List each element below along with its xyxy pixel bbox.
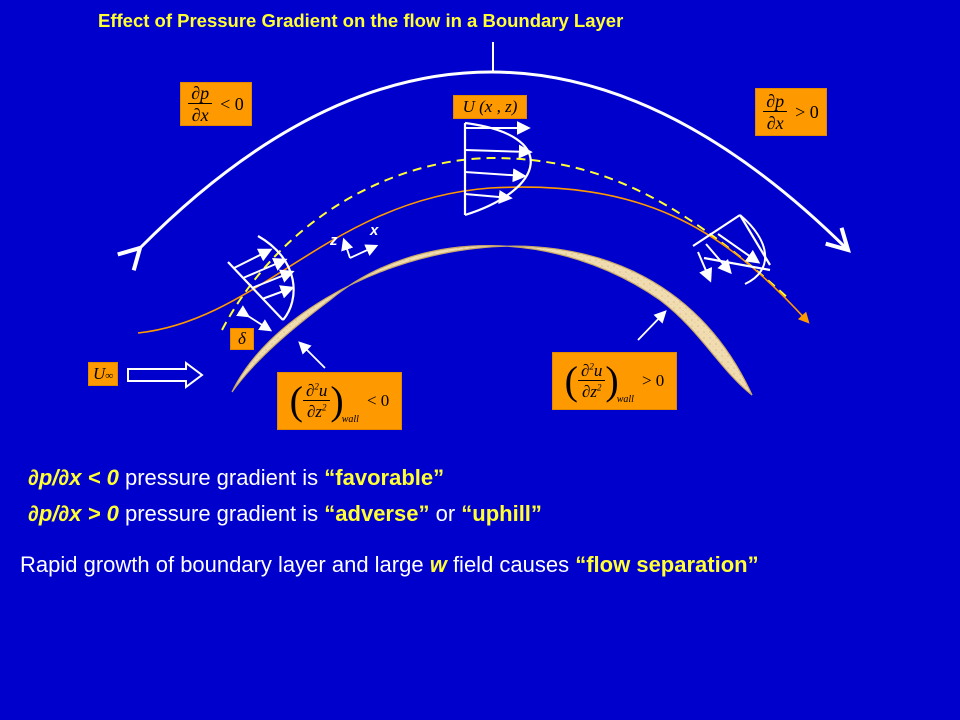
slide-title: Effect of Pressure Gradient on the flow … (98, 10, 624, 31)
favorable-line: ∂p/∂x < 0 pressure gradient is “favorabl… (28, 465, 445, 490)
boundary-layer-edge (221, 156, 791, 331)
velocity-profile-left (227, 235, 295, 321)
label-dp-dx-negative: ∂p ∂x < 0 (180, 82, 252, 126)
velocity-profile-right (692, 214, 771, 285)
label-delta: δ (230, 328, 254, 350)
label-u-infinity: U∞ (88, 362, 118, 386)
curved-surface (231, 245, 753, 396)
streamline (137, 186, 810, 334)
label-d2u-dz2-negative: ( ∂2u ∂z2 ) wall < 0 (277, 372, 402, 430)
axis-label-x: x (370, 222, 379, 239)
pointer-arrow-right (637, 310, 667, 341)
pointer-arrow-left (298, 341, 326, 369)
label-dp-dx-positive: ∂p ∂x > 0 (755, 88, 827, 136)
local-axes (341, 237, 379, 259)
velocity-profile-top (463, 121, 533, 217)
free-stream-arrow (127, 361, 204, 389)
axis-label-z: z (330, 232, 338, 249)
delta-arrow (236, 305, 273, 332)
adverse-line: ∂p/∂x > 0 pressure gradient is “adverse”… (28, 501, 542, 526)
separation-line: Rapid growth of boundary layer and large… (20, 552, 759, 577)
pressure-region-arc (117, 70, 851, 271)
label-d2u-dz2-positive: ( ∂2u ∂z2 ) wall > 0 (552, 352, 677, 410)
label-velocity-profile: U (x , z) (453, 95, 527, 119)
